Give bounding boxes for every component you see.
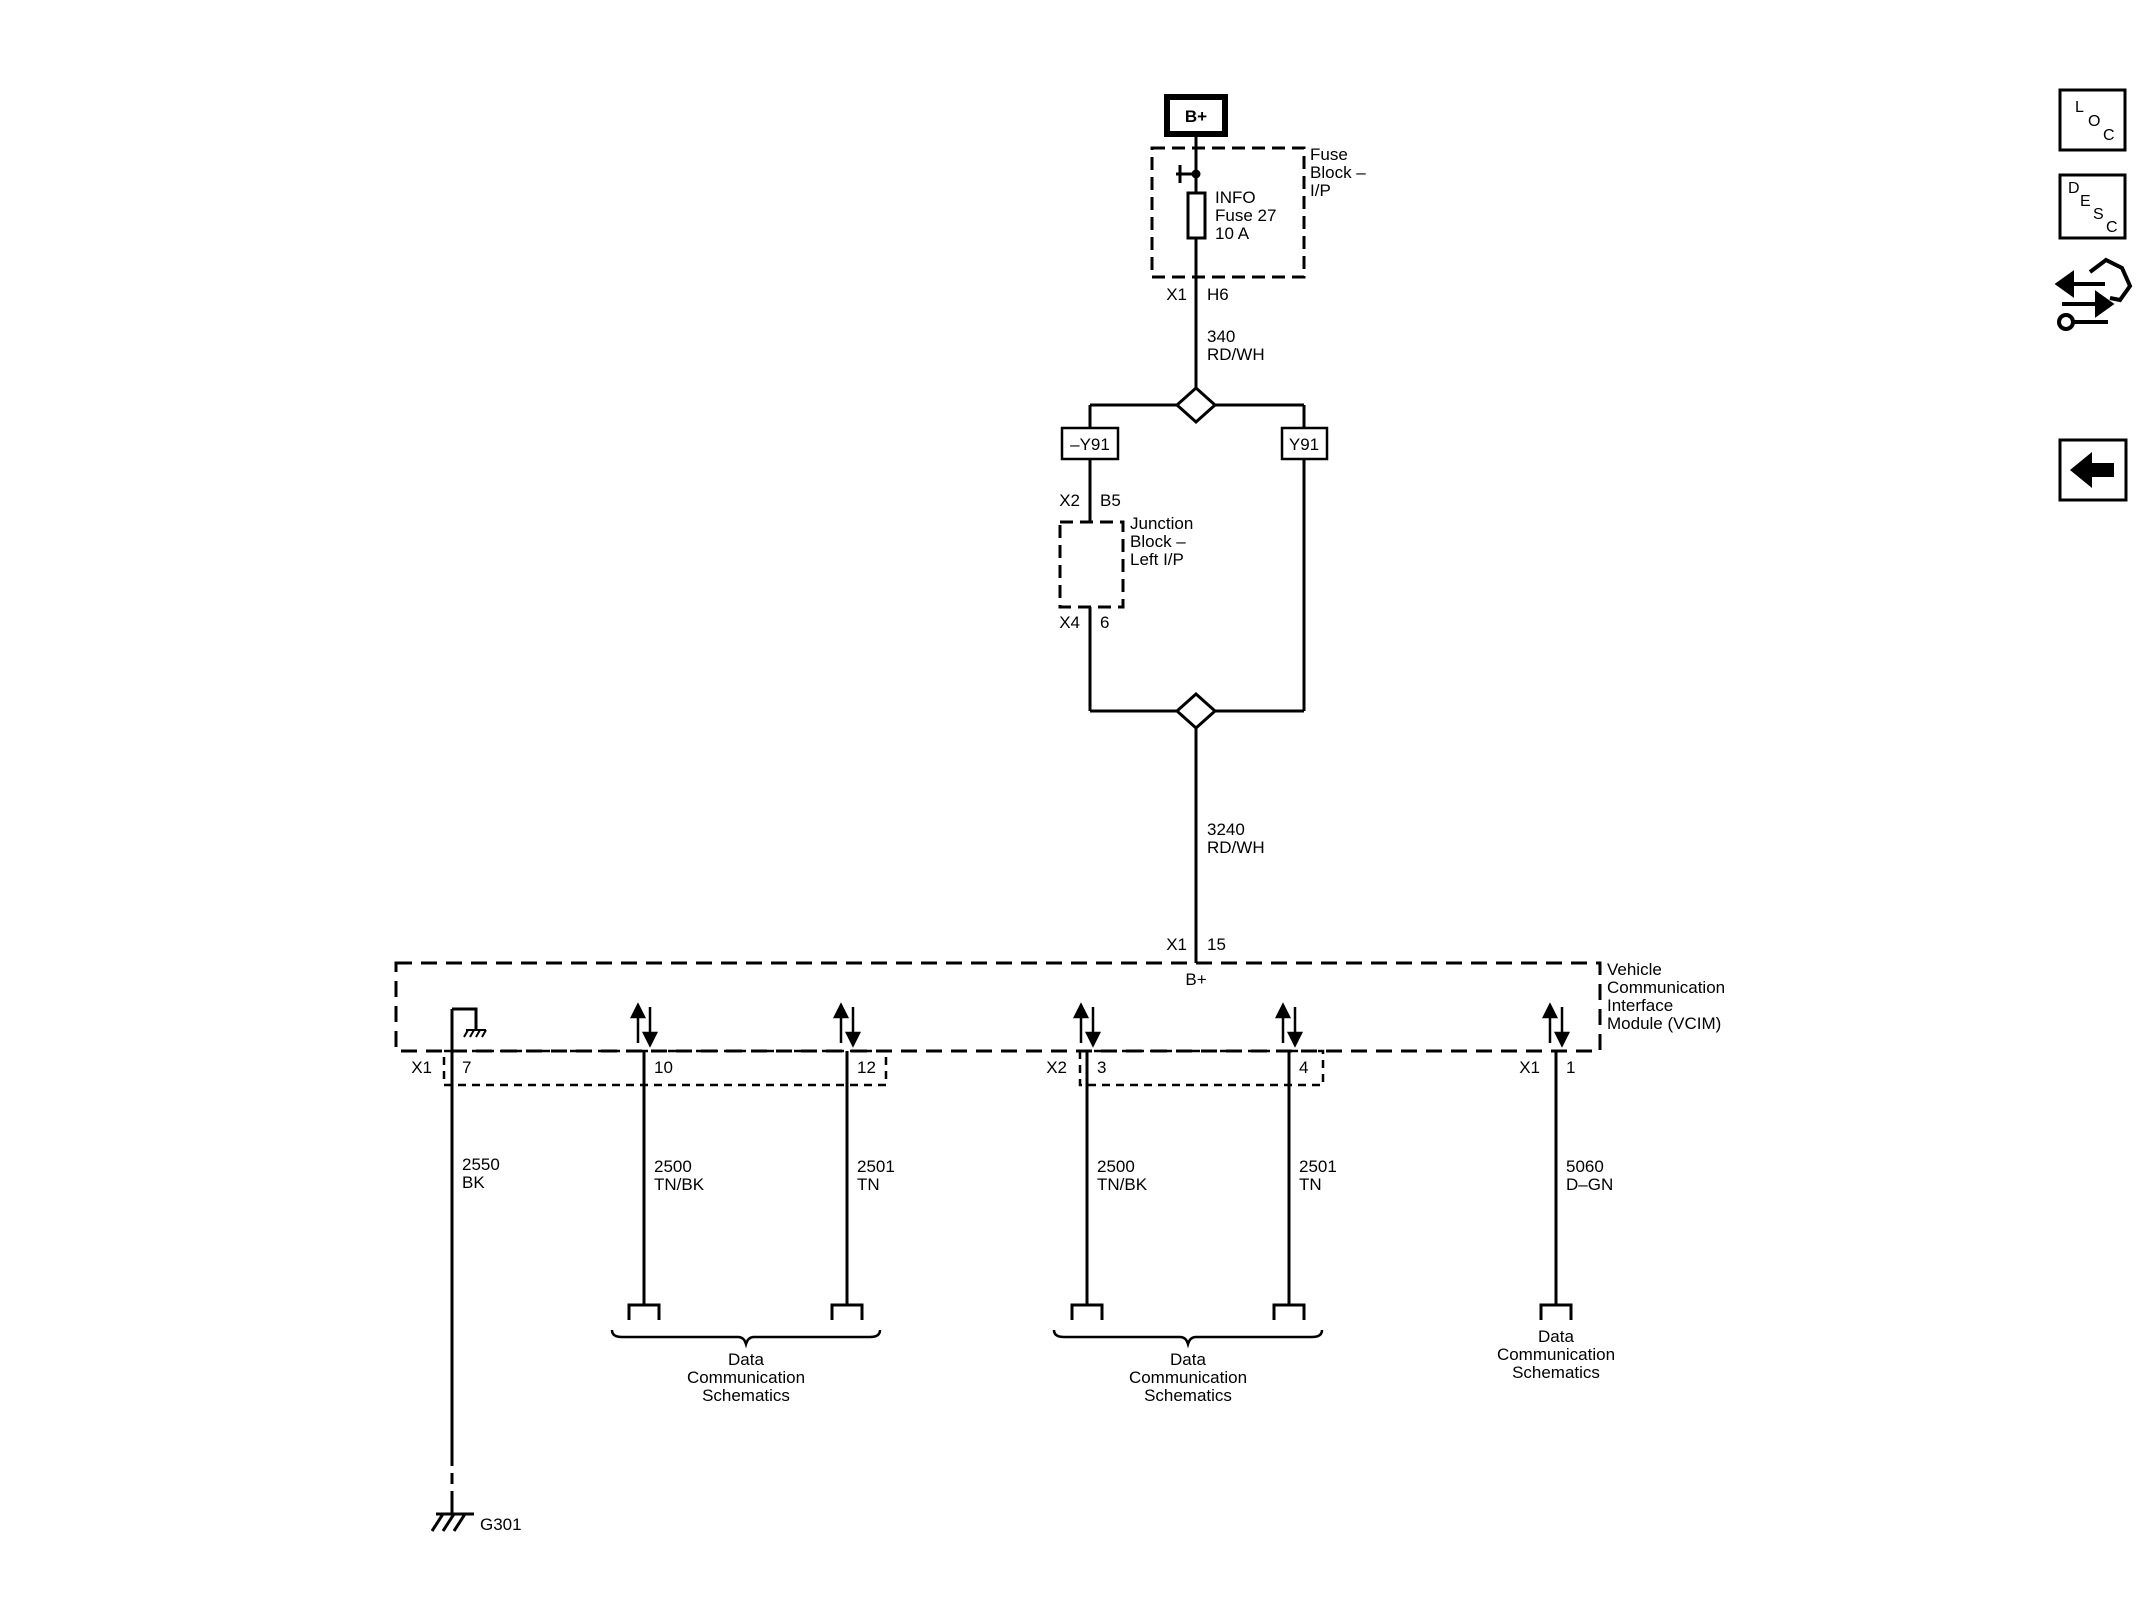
wire-color: TN xyxy=(857,1175,880,1194)
vcim-name-2: Communication xyxy=(1607,978,1725,997)
wire-circuit: 2501 xyxy=(857,1157,895,1176)
service-tools-icon[interactable] xyxy=(2054,257,2133,331)
wire-340-color: RD/WH xyxy=(1207,345,1265,364)
destination-label: Data xyxy=(1538,1327,1574,1346)
vcim-power-connector: X1 xyxy=(1166,935,1187,954)
back-arrow-icon xyxy=(2070,452,2114,488)
pin-number: 7 xyxy=(462,1058,471,1077)
destination-label: Schematics xyxy=(702,1386,790,1405)
destination-label: Schematics xyxy=(1512,1363,1600,1382)
pin-number: 1 xyxy=(1566,1058,1575,1077)
fuse-label-2: Fuse 27 xyxy=(1215,206,1276,225)
fuse-symbol xyxy=(1186,191,1207,240)
junction-top-pin: B5 xyxy=(1100,491,1121,510)
wire-3240-circuit: 3240 xyxy=(1207,820,1245,839)
wire-circuit: 2501 xyxy=(1299,1157,1337,1176)
lower-splice xyxy=(1174,691,1218,731)
pin-number: 12 xyxy=(857,1058,876,1077)
desc-letter-c: C xyxy=(2106,219,2118,236)
fuse-block-name-3: I/P xyxy=(1310,181,1331,200)
destination-label: Data xyxy=(1170,1350,1206,1369)
option-y91: Y91 xyxy=(1289,435,1319,454)
desc-letter-d: D xyxy=(2068,180,2080,197)
wire-3240-color: RD/WH xyxy=(1207,838,1265,857)
wire-color: TN/BK xyxy=(1097,1175,1148,1194)
destination-label: Schematics xyxy=(1144,1386,1232,1405)
desc-letter-e: E xyxy=(2080,193,2091,210)
data-arrows xyxy=(629,1002,1571,1048)
loc-letter-o: O xyxy=(2088,113,2100,130)
junction-name-3: Left I/P xyxy=(1130,550,1184,569)
wire-circuit: 5060 xyxy=(1566,1157,1604,1176)
junction-bottom-connector: X4 xyxy=(1059,613,1080,632)
pin-number: 4 xyxy=(1299,1058,1308,1077)
pin-number: 10 xyxy=(654,1058,673,1077)
wire-circuit: 2500 xyxy=(654,1157,692,1176)
destination-label: Data xyxy=(728,1350,764,1369)
pin-connector: X1 xyxy=(411,1058,432,1077)
pin-number: 3 xyxy=(1097,1058,1106,1077)
vcim-power-pin: 15 xyxy=(1207,935,1226,954)
wire-circuit: 2500 xyxy=(1097,1157,1135,1176)
fuse-block-name-1: Fuse xyxy=(1310,145,1348,164)
ground-label: G301 xyxy=(480,1515,522,1534)
loc-letter-l: L xyxy=(2075,99,2084,116)
wire-color: BK xyxy=(462,1173,485,1192)
x2-connector-outline xyxy=(1078,1049,1325,1087)
fuse-label-3: 10 A xyxy=(1215,224,1250,243)
vcim-power-label: B+ xyxy=(1185,970,1206,989)
junction-block-outline xyxy=(1058,520,1125,609)
desc-letter-s: S xyxy=(2093,206,2104,223)
fuse-label-1: INFO xyxy=(1215,188,1256,207)
vcim-name-4: Module (VCIM) xyxy=(1607,1014,1721,1033)
desc-button[interactable]: D E S C xyxy=(2058,173,2127,240)
pin-connector: X1 xyxy=(1519,1058,1540,1077)
junction-name-2: Block – xyxy=(1130,532,1186,551)
junction-bottom-pin: 6 xyxy=(1100,613,1109,632)
pin-connector: X2 xyxy=(1046,1058,1067,1077)
fuse-block-name-2: Block – xyxy=(1310,163,1366,182)
junction-top-connector: X2 xyxy=(1059,491,1080,510)
fuse-pin: H6 xyxy=(1207,285,1229,304)
fuse-connector: X1 xyxy=(1166,285,1187,304)
wire-circuit: 2550 xyxy=(462,1155,500,1174)
destination-label: Communication xyxy=(687,1368,805,1387)
vcim-name-3: Interface xyxy=(1607,996,1673,1015)
option-not-y91: –Y91 xyxy=(1070,435,1110,454)
b-plus-label: B+ xyxy=(1185,107,1207,126)
loc-button[interactable]: L O C xyxy=(2058,88,2127,152)
wire-color: D–GN xyxy=(1566,1175,1613,1194)
back-button[interactable] xyxy=(2058,438,2128,502)
loc-letter-c: C xyxy=(2103,127,2115,144)
destination-label: Communication xyxy=(1497,1345,1615,1364)
wire-color: TN xyxy=(1299,1175,1322,1194)
wire-color: TN/BK xyxy=(654,1175,705,1194)
destination-label: Communication xyxy=(1129,1368,1247,1387)
junction-name-1: Junction xyxy=(1130,514,1193,533)
vcim-outline xyxy=(394,961,1602,1053)
upper-splice xyxy=(1174,385,1218,425)
vcim-name-1: Vehicle xyxy=(1607,960,1662,979)
wire-340-circuit: 340 xyxy=(1207,327,1235,346)
